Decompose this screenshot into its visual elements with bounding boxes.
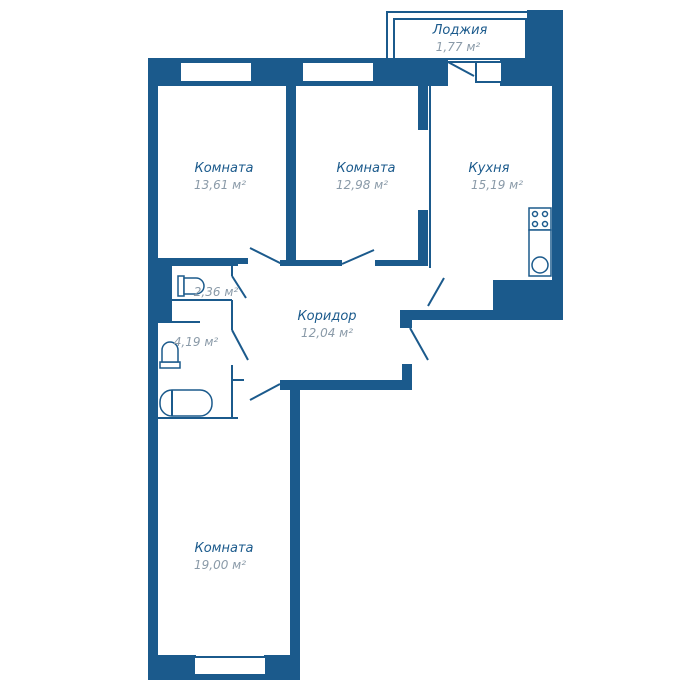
window-room-nw <box>179 61 253 83</box>
kitchen-name: Кухня <box>469 161 510 176</box>
bathroom-area: 4,19 м² <box>174 335 219 349</box>
door-room-nw <box>249 247 283 265</box>
kitchen-area: 15,19 м² <box>471 178 523 192</box>
corridor-name: Коридор <box>297 309 356 324</box>
bathroom-toilet-icon <box>159 341 181 369</box>
toilet-area: 2,36 м² <box>194 285 239 299</box>
sink-icon <box>531 256 549 274</box>
corridor-area: 12,04 м² <box>301 326 353 340</box>
loggia-area: 1,77 м² <box>436 40 481 54</box>
room-n-area: 12,98 м² <box>336 178 388 192</box>
room-s-name: Комната <box>195 541 254 556</box>
window-room-n <box>301 61 375 83</box>
room-nw-name: Комната <box>195 161 254 176</box>
door-entrance <box>409 327 429 361</box>
door-room-n <box>341 249 375 265</box>
window-room-s <box>193 656 267 676</box>
windows <box>179 61 503 676</box>
room-n-name: Комната <box>337 161 396 176</box>
interior-walls <box>158 58 431 419</box>
window-kitchen <box>475 61 503 83</box>
room-s-area: 19,00 м² <box>194 558 246 572</box>
stove-icon <box>528 207 552 231</box>
outer-walls <box>148 58 563 680</box>
door-toilet <box>231 275 247 299</box>
room-nw-area: 13,61 м² <box>194 178 246 192</box>
door-loggia <box>447 61 475 77</box>
door-bathroom <box>231 329 249 361</box>
loggia-name: Лоджия <box>432 23 488 38</box>
bathtub-icon <box>159 389 213 417</box>
door-room-s <box>249 383 281 401</box>
toilet-icon <box>177 275 205 297</box>
door-kitchen <box>427 277 445 307</box>
doors <box>231 61 475 401</box>
